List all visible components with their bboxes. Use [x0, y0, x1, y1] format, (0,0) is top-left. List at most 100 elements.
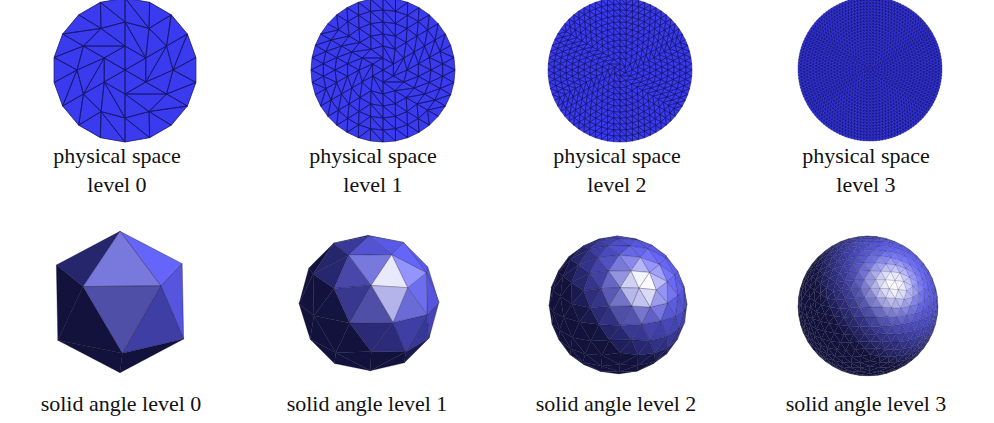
sphere-facet — [875, 256, 886, 264]
sphere-facet — [918, 282, 924, 293]
sphere-facet — [620, 324, 641, 340]
sphere-facet — [859, 341, 870, 348]
sphere-facet — [860, 327, 871, 335]
sphere-facet — [876, 271, 886, 280]
sphere-facet — [858, 263, 869, 272]
sphere-facet — [609, 288, 631, 307]
sphere-facet — [888, 362, 897, 368]
sphere-facet — [865, 334, 876, 342]
sphere-facet — [843, 357, 852, 363]
sphere-facet — [837, 350, 846, 357]
sphere-facet — [858, 250, 869, 256]
sphere-facet — [855, 289, 865, 298]
sphere-facet — [868, 237, 877, 239]
sphere-facet — [336, 351, 371, 370]
disk-mesh — [311, 0, 455, 142]
sphere-facet — [843, 258, 853, 265]
sphere-facet — [350, 322, 393, 351]
sphere-facet — [859, 237, 868, 239]
sphere-facet — [869, 371, 878, 374]
caption: physical space level 1 — [288, 141, 458, 199]
disk-meshes — [54, 0, 942, 142]
sphere-facet — [370, 352, 405, 371]
sphere-facet — [801, 294, 805, 305]
sphere-facet — [879, 367, 888, 371]
sphere-facet — [874, 239, 883, 242]
sphere-facet — [841, 362, 851, 367]
sphere-facet — [851, 372, 861, 375]
caption: physical space level 0 — [32, 141, 202, 199]
caption: physical space level 3 — [781, 141, 951, 199]
sphere-facet — [879, 362, 888, 367]
sphere-facet — [845, 272, 855, 281]
sphere-facet — [879, 363, 888, 368]
sphere-meshes — [56, 231, 938, 376]
sphere-facet — [864, 255, 876, 263]
sphere-facet — [870, 263, 881, 272]
sphere-facet — [620, 271, 639, 288]
sphere-facet — [869, 250, 880, 256]
sphere-facet — [83, 231, 161, 286]
sphere-facet — [607, 239, 629, 246]
caption: solid angle level 0 — [41, 389, 202, 418]
sphere-facet — [859, 298, 870, 308]
sphere-facet — [599, 325, 620, 340]
sphere-facet — [878, 371, 887, 374]
sphere-facet — [815, 283, 821, 294]
sphere-facet — [851, 372, 860, 375]
sphere-facet — [870, 341, 881, 348]
sphere-facet — [852, 356, 861, 362]
sphere-facet — [299, 274, 314, 316]
sphere-facet — [854, 317, 865, 327]
sphere-facet — [850, 341, 860, 349]
sphere-facet — [888, 356, 896, 362]
sphere-facet — [638, 353, 654, 365]
sphere-facet — [815, 294, 821, 305]
sphere-facet — [851, 368, 861, 372]
caption: solid angle level 3 — [786, 389, 947, 418]
sphere-facet — [886, 258, 895, 265]
sphere-facet — [601, 271, 620, 288]
caption: solid angle level 2 — [536, 389, 697, 418]
sphere-facet — [865, 317, 877, 327]
sphere-facet — [913, 286, 919, 297]
sphere-facet — [885, 272, 895, 281]
sphere-facet — [846, 350, 855, 357]
sphere-facet — [869, 374, 878, 375]
sphere-facet — [83, 286, 161, 353]
disk-mesh — [798, 0, 942, 141]
sphere-facet — [870, 280, 880, 289]
sphere-facet — [334, 255, 371, 288]
sphere-facet — [878, 371, 887, 374]
sphere-facet — [888, 356, 897, 362]
sphere-facet — [879, 367, 888, 371]
sphere-facet — [863, 239, 874, 242]
sphere-facet — [810, 290, 815, 301]
sphere-facet — [638, 353, 656, 365]
sphere-facet — [865, 348, 876, 354]
sphere-facet — [851, 363, 860, 368]
sphere-facet — [882, 341, 891, 349]
sphere-facet — [851, 280, 861, 289]
sphere-facet — [880, 280, 889, 289]
sphere-facet — [858, 237, 867, 239]
sphere-facet — [843, 357, 852, 363]
caption: physical space level 2 — [532, 141, 702, 199]
sphere-facet — [619, 365, 637, 372]
sphere-facet — [843, 362, 852, 367]
sphere-facet — [849, 326, 860, 334]
sphere-facet — [885, 350, 894, 357]
sphere-facet — [560, 283, 571, 304]
sphere-facet — [348, 236, 391, 255]
sphere-facet — [881, 264, 891, 272]
sphere-facet — [820, 287, 826, 298]
sphere-facet — [591, 340, 610, 355]
sphere-facet — [860, 372, 870, 375]
sphere-facet — [869, 375, 878, 377]
sphere-facet — [851, 368, 860, 372]
caption: solid angle level 1 — [287, 389, 448, 418]
sphere-facet — [631, 257, 650, 272]
sphere-facet — [849, 264, 859, 272]
sphere-facet — [854, 334, 865, 342]
sphere-facet — [371, 255, 407, 288]
